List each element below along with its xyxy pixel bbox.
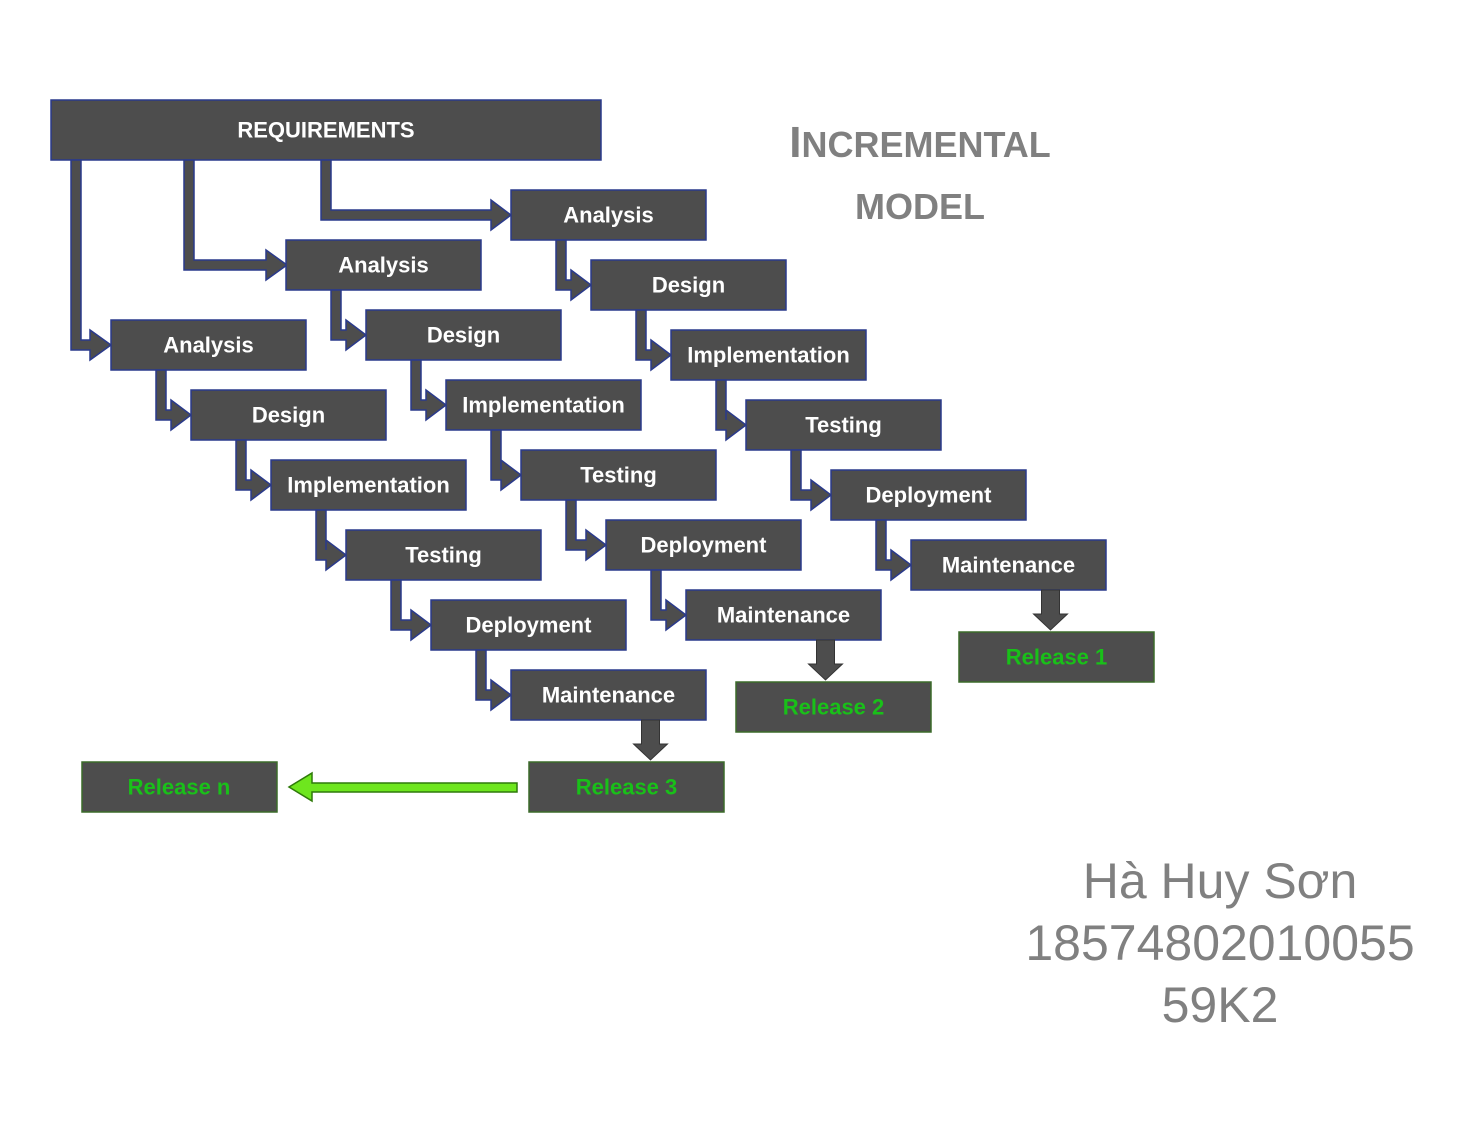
release-n-label: Release n	[128, 775, 231, 800]
step-arrow	[155, 369, 193, 432]
phase-label-deployment: Deployment	[641, 533, 768, 558]
step-arrow	[330, 289, 368, 352]
phase-label-maintenance: Maintenance	[942, 553, 1075, 578]
author-block: Hà Huy Sơn 18574802010055 59K2	[1000, 850, 1440, 1036]
step-arrow	[475, 649, 513, 712]
release-box	[528, 761, 725, 813]
title-line2: MODEL	[855, 186, 985, 227]
phase-box-testing	[345, 529, 542, 581]
requirements-box	[50, 99, 602, 161]
release-n-box	[81, 761, 278, 813]
phase-box-implementation	[670, 329, 867, 381]
title-rest: NCREMENTAL	[801, 124, 1051, 165]
phase-label-deployment: Deployment	[466, 613, 593, 638]
author-class: 59K2	[1161, 977, 1279, 1033]
phase-label-implementation: Implementation	[687, 343, 850, 368]
requirements-label: REQUIREMENTS	[237, 118, 414, 143]
step-arrow	[555, 239, 593, 302]
phase-box-testing	[520, 449, 717, 501]
phase-label-design: Design	[252, 403, 325, 428]
title-initial: I	[789, 118, 802, 167]
phase-box-analysis	[285, 239, 482, 291]
requirements-connector-1	[70, 159, 113, 362]
phase-box-analysis	[110, 319, 307, 371]
step-arrow	[715, 379, 748, 442]
phase-label-analysis: Analysis	[163, 333, 254, 358]
phase-box-implementation	[270, 459, 467, 511]
author-id: 18574802010055	[1025, 915, 1415, 971]
phase-label-design: Design	[427, 323, 500, 348]
step-arrow	[650, 569, 688, 632]
step-arrow	[875, 519, 913, 582]
phase-label-implementation: Implementation	[462, 393, 625, 418]
phase-box-maintenance	[510, 669, 707, 721]
phase-label-testing: Testing	[580, 463, 657, 488]
increments-group: AnalysisDesignImplementationTestingDeplo…	[110, 189, 1155, 813]
author-name: Hà Huy Sơn	[1082, 853, 1358, 909]
arrow-left-icon	[287, 771, 518, 803]
step-arrow	[390, 579, 433, 642]
phase-label-implementation: Implementation	[287, 473, 450, 498]
phase-box-deployment	[830, 469, 1027, 521]
step-arrow	[315, 509, 348, 572]
phase-label-analysis: Analysis	[563, 203, 654, 228]
phase-label-maintenance: Maintenance	[717, 603, 850, 628]
arrow-down-icon	[632, 719, 669, 761]
release-box	[958, 631, 1155, 683]
step-arrow	[235, 439, 273, 502]
diagram-title: INCREMENTAL MODEL	[690, 116, 1150, 234]
phase-box-analysis	[510, 189, 707, 241]
phase-box-deployment	[605, 519, 802, 571]
step-arrow	[790, 449, 833, 512]
step-arrow	[565, 499, 608, 562]
phase-box-deployment	[430, 599, 627, 651]
step-arrow	[635, 309, 673, 372]
arrow-down-icon	[1032, 589, 1069, 631]
phase-label-testing: Testing	[805, 413, 882, 438]
phase-label-design: Design	[652, 273, 725, 298]
release-label: Release 2	[783, 695, 885, 720]
phase-box-testing	[745, 399, 942, 451]
phase-label-deployment: Deployment	[866, 483, 993, 508]
requirements-connector-3	[320, 159, 513, 232]
phase-box-implementation	[445, 379, 642, 431]
release-label: Release 1	[1006, 645, 1108, 670]
step-arrow	[410, 359, 448, 422]
phase-label-maintenance: Maintenance	[542, 683, 675, 708]
phase-box-design	[590, 259, 787, 311]
arrow-down-icon	[807, 639, 844, 681]
phase-label-analysis: Analysis	[338, 253, 429, 278]
release-box	[735, 681, 932, 733]
step-arrow	[490, 429, 523, 492]
phase-box-design	[365, 309, 562, 361]
phase-label-testing: Testing	[405, 543, 482, 568]
phase-box-maintenance	[910, 539, 1107, 591]
phase-box-maintenance	[685, 589, 882, 641]
phase-box-design	[190, 389, 387, 441]
requirements-connector-2	[183, 159, 289, 282]
release-label: Release 3	[576, 775, 678, 800]
